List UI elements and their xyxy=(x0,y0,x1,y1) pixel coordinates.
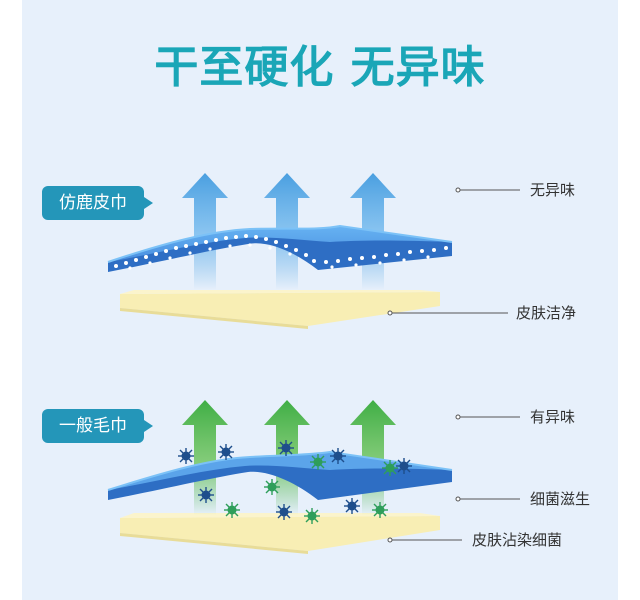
label-suede-towel: 仿鹿皮巾 xyxy=(42,186,153,220)
note-clean-skin: 皮肤洁净 xyxy=(516,304,577,322)
label-regular-towel: 一般毛巾 xyxy=(42,409,153,443)
note-skin-contaminated: 皮肤沾染细菌 xyxy=(472,531,563,549)
note-has-odor: 有异味 xyxy=(530,408,576,426)
skin-layer-1 xyxy=(120,290,440,329)
regular-towel-layer xyxy=(107,450,453,500)
rising-arrow-1 xyxy=(182,173,228,290)
leader-lines-2 xyxy=(387,414,520,543)
skin-layer-2 xyxy=(120,513,440,554)
rising-arrow-4 xyxy=(182,400,228,515)
leader-lines-1 xyxy=(387,187,520,316)
note-bacteria-growth: 细菌滋生 xyxy=(530,490,591,508)
suede-towel-layer xyxy=(107,224,453,272)
note-no-odor: 无异味 xyxy=(530,181,576,199)
page-title: 干至硬化 无异味 xyxy=(154,42,486,93)
